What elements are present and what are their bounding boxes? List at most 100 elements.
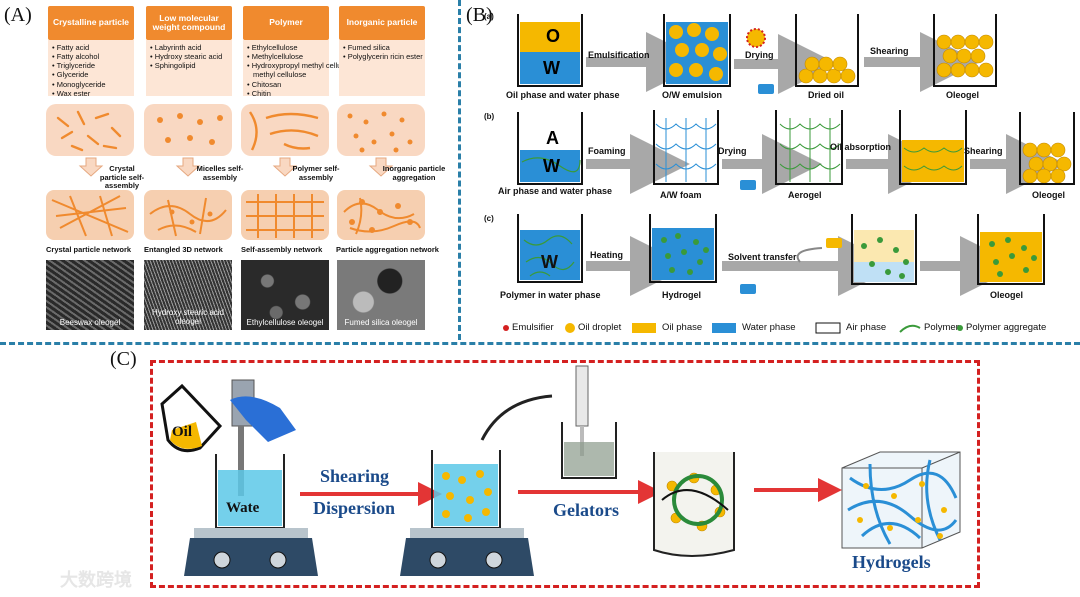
col-header: Low molecular weight compound bbox=[146, 6, 232, 40]
row-tag: (c) bbox=[484, 214, 494, 223]
row-tag: (a) bbox=[484, 12, 494, 21]
beaker-phase-label: W bbox=[543, 156, 560, 176]
molecule-drawings bbox=[56, 110, 413, 177]
panel-c-frame bbox=[150, 360, 980, 588]
beaker-phase-label: O bbox=[546, 26, 561, 46]
col-header: Inorganic particle bbox=[339, 6, 425, 40]
beaker-oil-water bbox=[517, 14, 583, 87]
stage-label: Aerogel bbox=[788, 190, 822, 200]
list-item: • Labyrinth acid bbox=[150, 43, 202, 52]
list-item: • Monoglyceride bbox=[52, 79, 106, 89]
beaker-phase-label: A bbox=[546, 128, 559, 148]
molecule-box bbox=[144, 104, 232, 156]
beaker-oleogel-a bbox=[933, 14, 997, 87]
beaker-dispersion bbox=[431, 450, 501, 529]
list-item: • Sphingolipid bbox=[150, 61, 196, 71]
panel-b-label: (B) bbox=[466, 4, 493, 26]
process-label: Inorganic particle aggregation bbox=[382, 164, 446, 182]
network-label: Particle aggregation network bbox=[336, 245, 439, 254]
step-shearing: Shearing bbox=[320, 466, 390, 486]
pipette bbox=[575, 365, 589, 456]
beaker-phase-label: W bbox=[543, 58, 560, 78]
hot-plate-1 bbox=[184, 528, 318, 576]
stage-label: Hydrogel bbox=[662, 290, 702, 300]
stage-label: Air phase and water phase bbox=[498, 186, 613, 196]
sem-image: Beeswax oleogel bbox=[46, 260, 134, 330]
stage-label: Oleogel bbox=[946, 90, 980, 100]
col-header: Polymer bbox=[243, 6, 329, 40]
list-item: methyl cellulose bbox=[253, 70, 307, 80]
list-item: • Polyglycerin ricin ester bbox=[343, 52, 423, 62]
legend-oil-droplet: Oil droplet bbox=[578, 322, 622, 333]
step-label: Emulsification bbox=[588, 50, 650, 60]
stage-label: O/W emulsion bbox=[662, 90, 723, 100]
process-label: Polymer self-assembly bbox=[292, 164, 340, 182]
legend-air-phase: Air phase bbox=[846, 322, 887, 333]
panel-c-drawing bbox=[160, 365, 961, 576]
horizontal-divider bbox=[0, 342, 1080, 345]
molecule-box bbox=[337, 104, 425, 156]
step-label: Shearing bbox=[870, 46, 909, 56]
list-item: • Methylcellulose bbox=[247, 52, 303, 62]
network-label: Self-assembly network bbox=[241, 245, 323, 254]
sem-image: Hydroxy stearic acid oleogel bbox=[144, 260, 232, 330]
beaker-foam bbox=[653, 110, 719, 185]
list-item: • Chitosan bbox=[247, 79, 282, 89]
oil-drop-icon bbox=[826, 238, 842, 248]
list-item: • Triglyceride bbox=[52, 61, 96, 71]
beaker-gelator bbox=[561, 422, 617, 479]
legend-polymer: Polymer bbox=[924, 322, 959, 333]
beaker-gel bbox=[653, 452, 735, 557]
step-label: Heating bbox=[590, 250, 624, 260]
sem-caption: Hydroxy stearic acid oleogel bbox=[151, 308, 225, 327]
curved-arrow bbox=[796, 247, 823, 263]
step-gelators: Gelators bbox=[553, 500, 619, 520]
stage-label: Polymer in water phase bbox=[500, 290, 601, 300]
beaker-hydrogel bbox=[649, 214, 717, 283]
oil-label: Oil bbox=[172, 424, 193, 440]
list-item: • Chitin bbox=[247, 88, 271, 98]
legend-water-phase: Water phase bbox=[742, 322, 796, 333]
legend-emulsifier: Emulsifier bbox=[512, 322, 554, 333]
list-item: • Ethylcellulose bbox=[247, 43, 298, 52]
watermark: 大数跨境 bbox=[60, 570, 132, 590]
hydrogel-cube bbox=[841, 451, 961, 549]
sem-image: Fumed silica oleogel bbox=[337, 260, 425, 330]
sem-image: Ethylcellulose oleogel bbox=[241, 260, 329, 330]
stage-label: Oleogel bbox=[1032, 190, 1066, 200]
water-label: Wate bbox=[226, 500, 260, 516]
result-label: Hydrogels bbox=[852, 552, 931, 572]
list-item: • Fatty acid bbox=[52, 43, 90, 52]
process-label: Crystal particle self-assembly bbox=[99, 164, 145, 191]
beaker-phase-label: W bbox=[541, 252, 558, 272]
list-item: • Wax ester bbox=[52, 88, 91, 98]
beaker-polymer-water bbox=[517, 214, 583, 283]
step-label: Shearing bbox=[964, 146, 1003, 156]
list-item: • Hydroxypropyl methyl cellulose bbox=[247, 61, 356, 71]
step-label: Foaming bbox=[588, 146, 626, 156]
molecule-box bbox=[46, 104, 134, 156]
beaker-transfer bbox=[851, 214, 917, 285]
homogenizer bbox=[230, 379, 296, 496]
panel-c-label: (C) bbox=[110, 348, 137, 370]
row-tag: (b) bbox=[484, 112, 495, 121]
process-label: Micelles self-assembly bbox=[196, 164, 244, 182]
stage-label: Oleogel bbox=[990, 290, 1024, 300]
step-label: Drying bbox=[718, 146, 747, 156]
network-drawings bbox=[51, 194, 421, 238]
water-drop-icon bbox=[740, 180, 756, 190]
sem-caption: Beeswax oleogel bbox=[59, 318, 121, 327]
sem-caption: Fumed silica oleogel bbox=[344, 318, 418, 327]
curved-arrow bbox=[480, 394, 553, 441]
col-header: Crystalline particle bbox=[48, 6, 134, 40]
stage-label: Oil phase and water phase bbox=[506, 90, 620, 100]
list-item: • Fumed silica bbox=[343, 43, 390, 52]
step-label: Solvent transfer bbox=[728, 252, 797, 262]
legend-oil-phase: Oil phase bbox=[662, 322, 703, 333]
network-box bbox=[144, 190, 232, 240]
panel-b-drawing bbox=[503, 14, 1075, 334]
beaker-air-water bbox=[517, 112, 583, 185]
network-label: Entangled 3D network bbox=[144, 245, 223, 254]
stage-label: Dried oil bbox=[808, 90, 845, 100]
network-label: Crystal particle network bbox=[46, 245, 132, 254]
